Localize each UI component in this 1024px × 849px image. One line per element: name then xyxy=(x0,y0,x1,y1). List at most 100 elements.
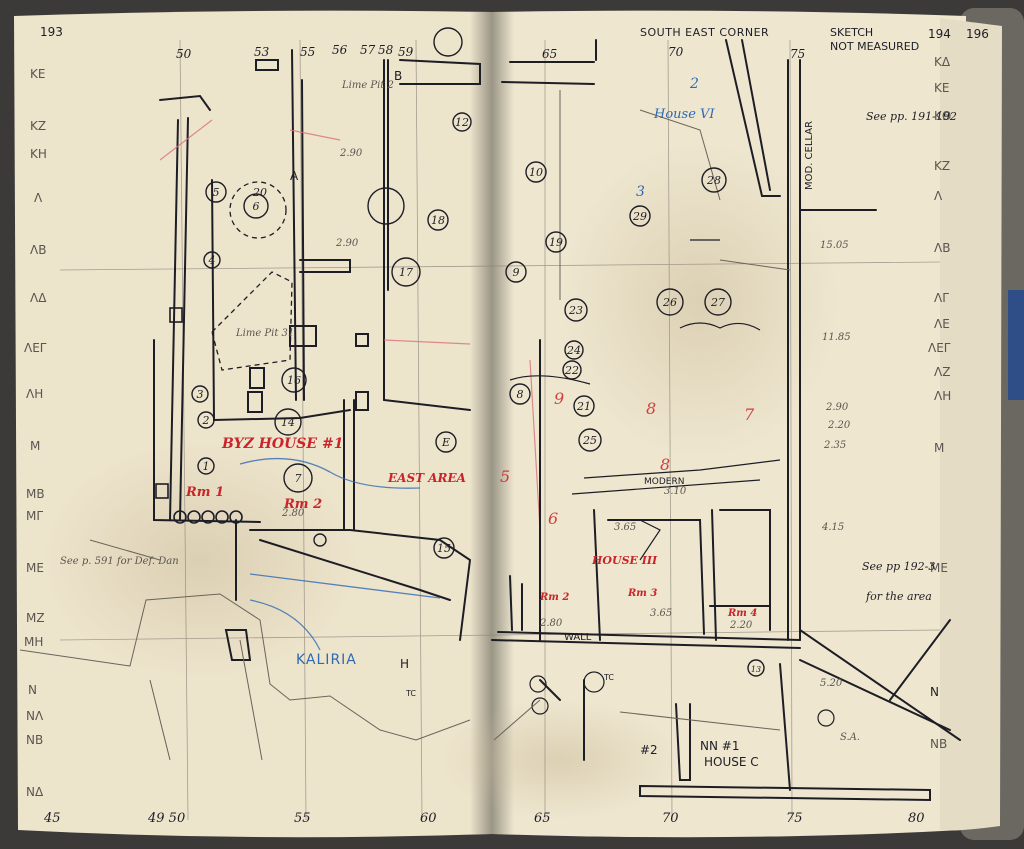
sketch-annotation: TC xyxy=(603,673,614,682)
top-scale: 50 53 55 56 57 58 59 65 70 75 xyxy=(176,43,805,61)
left-circle-numbers: 5 20 6 4 3 2 1 7 14 16 17 18 12 E 15 xyxy=(197,116,470,555)
sketch-annotation: 65 xyxy=(534,811,551,826)
sketch-annotation: N xyxy=(930,685,939,699)
sketch-annotation: 3.65 xyxy=(614,522,636,533)
right-fine-lines xyxy=(509,239,835,727)
blue-pencil-strokes xyxy=(239,457,441,651)
sketch-annotation: KΔ xyxy=(934,55,951,69)
sketch-annotation: ME xyxy=(26,561,44,575)
sketch-annotation: 6 xyxy=(548,509,558,528)
sketch-annotation: 12 xyxy=(455,116,469,129)
sketch-annotation: 2.20 xyxy=(729,620,753,631)
sketch-annotation: Lime Pit 2 xyxy=(341,80,394,91)
right-ink-notes: See pp. 191-192 See pp 192-3 for the are… xyxy=(862,110,957,603)
sketch-annotation: 27 xyxy=(710,296,725,309)
sketch-annotation: E xyxy=(441,436,450,449)
kaliria-label: KALIRIA xyxy=(296,652,357,668)
red-room-numbers: 5 6 7 8 8 9 xyxy=(500,389,755,528)
sketch-annotation: 55 xyxy=(300,45,315,59)
sketch-annotation: H xyxy=(400,657,409,671)
sketch-annotation: Lime Pit 31 xyxy=(235,328,294,339)
sketch-annotation: 9 xyxy=(554,389,564,408)
sketch-annotation: 2.35 xyxy=(823,440,846,451)
sketch-annotation: A xyxy=(290,169,299,183)
sketch-heading: SOUTH EAST CORNER SKETCH NOT MEASURED xyxy=(640,26,919,53)
sketch-annotation: M xyxy=(934,441,944,455)
sketch-annotation: 2.20 xyxy=(827,420,851,431)
sketch-annotation: 56 xyxy=(332,43,348,57)
right-plan-walls xyxy=(491,39,961,802)
sketch-annotation: SOUTH EAST CORNER xyxy=(640,26,769,39)
sketch-annotation: ΛB xyxy=(30,243,46,257)
sketch-annotation: 26 xyxy=(662,296,677,309)
sketch-annotation: 15.05 xyxy=(820,240,849,251)
sketch-annotation: See pp. 191-192 xyxy=(866,110,957,123)
sketch-annotation: 55 xyxy=(294,811,311,826)
sketch-annotation: 6 xyxy=(253,200,260,213)
sketch-annotation: ΛE xyxy=(934,317,950,331)
sketch-annotation: Rm 1 xyxy=(185,485,224,500)
sketch-annotation: Rm 3 xyxy=(627,588,657,599)
bookmark-ribbon xyxy=(1008,290,1024,400)
sketch-annotation: 45 xyxy=(43,811,61,826)
sketch-annotation: NOT MEASURED xyxy=(830,40,919,53)
lime-pit-outlines xyxy=(211,181,293,371)
sketch-annotation: ΛB xyxy=(934,241,950,255)
sketch-annotation: 28 xyxy=(706,174,721,187)
right-feature-circles xyxy=(505,161,765,677)
sketch-annotation: for the area xyxy=(865,590,932,603)
sketch-annotation: ΛΕΓ xyxy=(928,341,951,355)
left-margin-labels: KE KZ KH Λ ΛB ΛΔ ΛΕΓ ΛΗ M MB MΓ ME MZ MH… xyxy=(24,67,47,799)
sketch-annotation: NN #1 xyxy=(700,739,739,753)
sketch-annotation: B xyxy=(394,69,402,83)
sketch-annotation: 2 xyxy=(202,414,210,427)
sketch-annotation: 8 xyxy=(517,388,524,401)
sketch-annotation: HOUSE C xyxy=(704,755,759,769)
sketch-annotation: Rm 2 xyxy=(539,592,569,603)
sketch-annotation: 2.80 xyxy=(539,618,563,629)
sketch-annotation: KZ xyxy=(30,119,46,133)
sketch-annotation: 65 xyxy=(542,47,557,61)
foundation-blocks xyxy=(155,307,243,524)
sketch-annotation: MODERN xyxy=(644,477,684,487)
red-pencil-strokes xyxy=(159,119,541,531)
sketch-annotation: ΛΔ xyxy=(30,291,47,305)
sketch-annotation: 3 xyxy=(197,388,204,401)
sketch-annotation: 2.90 xyxy=(335,238,359,249)
sketch-annotation: 4.15 xyxy=(821,522,844,533)
sketch-annotation: S.A. xyxy=(840,732,860,743)
sketch-annotation: 14 xyxy=(281,416,295,429)
sketch-annotation: 15 xyxy=(437,542,451,555)
sketch-annotation: MΓ xyxy=(26,509,43,523)
sketch-annotation: 8 xyxy=(660,455,670,474)
left-pencil-contours xyxy=(19,539,471,761)
sketch-annotation: 17 xyxy=(399,266,413,279)
sketch-annotation: 57 xyxy=(360,43,376,57)
sketch-annotation: 59 xyxy=(398,45,414,59)
left-red-labels: BYZ HOUSE #1 Rm 1 Rm 2 EAST AREA xyxy=(185,436,466,512)
sketch-annotation: See pp 192-3 xyxy=(862,560,935,573)
sketch-annotation: 20 xyxy=(252,186,267,199)
sketch-annotation: 13 xyxy=(751,665,761,674)
sketch-annotation: MB xyxy=(26,487,45,501)
sketch-annotation: 10 xyxy=(529,166,543,179)
sketch-annotation: WALL xyxy=(564,632,592,643)
sketch-annotation: NB xyxy=(26,733,43,747)
sketch-annotation: 3 xyxy=(636,184,645,200)
sketch-annotation: 75 xyxy=(786,811,803,826)
sketch-annotation: 49 50 xyxy=(147,811,185,826)
sketch-annotation: 75 xyxy=(790,47,805,61)
sketch-annotation: KE xyxy=(934,81,949,95)
right-red-labels: HOUSE III Rm 3 Rm 4 Rm 2 xyxy=(539,554,757,619)
sketch-annotation: 1 xyxy=(203,460,210,473)
sketch-annotation: ΜΕ xyxy=(930,561,948,575)
leaf-page-number: 196 xyxy=(966,27,989,41)
sketch-annotation: House VI xyxy=(653,107,715,122)
left-feature-circles xyxy=(191,27,472,559)
sketch-annotation: 2.90 xyxy=(825,402,849,413)
right-pencil-notes: 3.65 3.65 3.10 2.80 2.20 4.15 2.90 2.20 … xyxy=(539,240,860,743)
right-ink-labels: MOD. CELLAR WALL MODERN HOUSE C NN #1 #2… xyxy=(564,121,939,769)
sketch-annotation: SKETCH xyxy=(830,26,873,39)
sketch-annotation: 7 xyxy=(295,472,302,485)
